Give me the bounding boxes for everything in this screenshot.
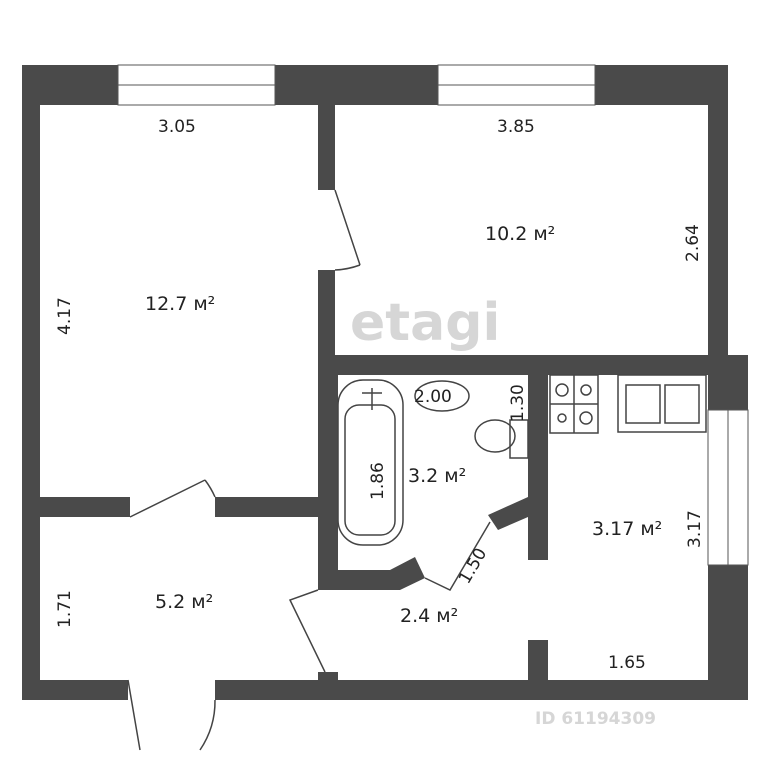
dim-label: 1.71 [55,590,75,628]
watermark-id: ID 61194309 [535,709,656,729]
area-label: 2.4 м² [400,605,458,627]
area-label: 5.2 м² [155,591,213,613]
dim-label: 2.64 [683,224,703,262]
dim-label: 1.30 [508,384,528,422]
area-label: 12.7 м² [145,293,215,315]
dim-label: 3.85 [497,117,535,137]
dim-label: 2.00 [414,387,452,407]
dim-label: 4.17 [55,297,75,335]
area-label: 3.2 м² [408,465,466,487]
dim-label: 1.50 [455,545,491,588]
fixtures [337,374,707,546]
dim-label: 1.65 [608,653,646,673]
area-label: 3.17 м² [592,518,662,540]
toilet-icon [474,419,516,453]
watermark-logo: etagi [350,293,500,353]
kitchen-sink-icon [617,374,707,433]
walls [22,65,748,700]
bathtub-icon [337,379,404,546]
sink-icon [414,380,470,412]
doors [127,189,491,751]
dim-label: 3.05 [158,117,196,137]
dim-label: 1.86 [368,462,388,500]
area-label: 10.2 м² [485,223,555,245]
windows [117,64,749,566]
dim-label: 3.17 [685,510,705,548]
